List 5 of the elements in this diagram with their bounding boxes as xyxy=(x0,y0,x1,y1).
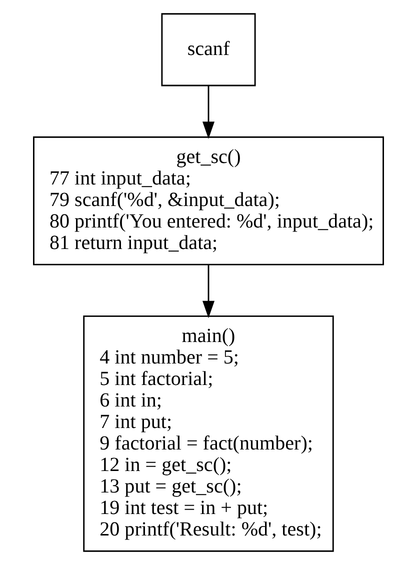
arrow xyxy=(202,86,214,139)
node-box: scanf xyxy=(160,13,256,86)
node-box: main() 4 int number = 5; 5 int factorial; 6 int in; 7 int put; 9 factorial = fact(number); 12 in = get_sc(); 13 put = get_sc(); 19 int test = in + put; 20 printf('Result: %d', test); xyxy=(82,315,334,552)
node-box: get_sc() 77 int input_data; 79 scanf('%d', &input_data); 80 printf('You entered: %d', input_data); 81 return input_data; xyxy=(32,136,384,266)
arrow xyxy=(202,265,214,318)
